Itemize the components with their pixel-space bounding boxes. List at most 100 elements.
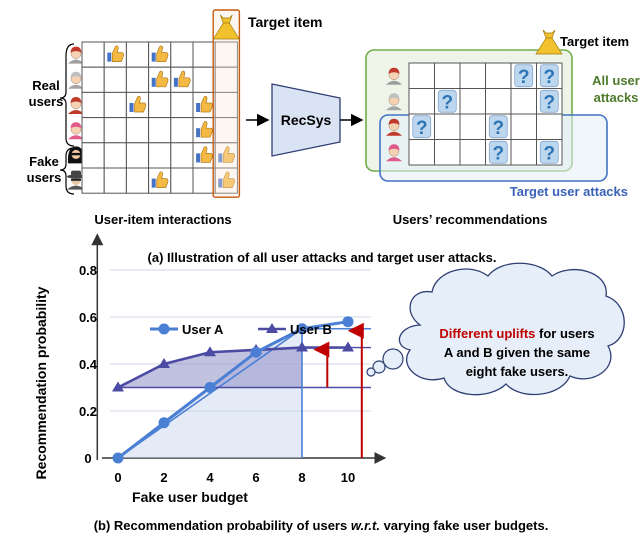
real-users-label-1: Real (32, 78, 59, 93)
bubble-line-1: Different uplifts for users (439, 326, 594, 341)
spy-hat-icon (67, 170, 85, 190)
thumbs-up-icon (151, 70, 169, 88)
user-a-point (250, 346, 262, 358)
bubble-highlight: Different uplifts (439, 326, 535, 341)
user-avatars-right (386, 67, 402, 162)
grid-cell (125, 117, 150, 144)
grid-cell (510, 139, 537, 166)
grid-cell (81, 167, 105, 194)
real-users-label-2: users (29, 94, 64, 109)
real-users-brace (59, 43, 75, 147)
grid-cell (103, 66, 127, 93)
grid-cell (125, 66, 150, 93)
user-a-point (112, 452, 124, 464)
user-b-point (296, 341, 308, 352)
bubble-line-1-rest: for users (535, 326, 594, 341)
grid-cell (510, 113, 537, 140)
grid-cell (170, 91, 194, 119)
grid-cell (81, 66, 105, 93)
grid-cell (125, 142, 150, 169)
grid-cell (459, 113, 486, 140)
grid-cell (408, 88, 435, 115)
caption-prefix: (b) Recommendation probability of users (94, 518, 351, 533)
y-tick-label: 0.8 (79, 263, 97, 278)
question-icon: ? (514, 64, 534, 88)
grid-cell (408, 139, 435, 166)
y-axis-label: Recommendation probability (33, 286, 49, 479)
grid-cell (81, 91, 105, 119)
bubble-line-3: eight fake users. (466, 364, 569, 379)
grid-cell (434, 139, 461, 166)
x-tick-label: 4 (206, 470, 214, 485)
grid-cell (103, 142, 127, 169)
x-tick-label: 10 (341, 470, 355, 485)
person-gray-hair-icon (68, 71, 84, 89)
person-woman-icon (68, 97, 84, 114)
grid-cell (459, 139, 486, 166)
user-a-point (342, 316, 354, 328)
thumbs-up-icon (151, 171, 169, 188)
panel-a-caption: (a) Illustration of all user attacks and… (148, 250, 497, 265)
dress-icon (535, 29, 563, 55)
target-item-label-right: Target item (560, 34, 629, 49)
panel-b: Recommendation probability Fake user bud… (33, 233, 625, 533)
svg-text:?: ? (492, 143, 504, 164)
recsys-label: RecSys (281, 112, 332, 128)
fake-users-label-2: users (27, 170, 62, 185)
grid-cell (148, 142, 172, 169)
x-tick-label: 6 (252, 470, 259, 485)
question-icon: ? (488, 115, 508, 139)
grid-cell (103, 167, 127, 194)
legend-user-b-marker (266, 323, 278, 333)
svg-text:?: ? (543, 92, 555, 113)
grid-cell (434, 113, 461, 140)
dress-icon (212, 14, 240, 40)
svg-text:?: ? (441, 92, 453, 113)
grid-cell (192, 66, 216, 93)
caption-italic: w.r.t. (351, 518, 380, 533)
grid-cell (103, 117, 127, 144)
thumbs-up-icon (218, 146, 235, 163)
user-a-line (117, 320, 349, 460)
user-b-point (158, 358, 170, 368)
fake-users-label-1: Fake (29, 154, 59, 169)
y-tick-label: 0 (84, 451, 91, 466)
user-a-point (296, 323, 308, 335)
grid-cell (148, 117, 172, 144)
recommendation-grid: ???????? (408, 62, 563, 166)
user-b-point (342, 341, 354, 352)
grid-cell (510, 88, 537, 115)
question-icon: ? (488, 140, 508, 164)
question-icon: ? (539, 89, 559, 113)
legend-user-a-marker (158, 323, 170, 335)
panel-b-caption: (b) Recommendation probability of users … (94, 518, 549, 533)
grid-cell (536, 113, 563, 140)
thought-bubble: Different uplifts for users A and B give… (366, 262, 625, 396)
person-pink-hair-icon (68, 122, 84, 140)
x-axis-label: Fake user budget (132, 489, 248, 505)
target-item-label: Target item (248, 14, 322, 30)
grid-cell (148, 91, 172, 119)
grid-cell (459, 88, 486, 115)
thumbs-up-icon (151, 45, 169, 62)
grid-cell (408, 62, 435, 89)
question-icon: ? (412, 115, 432, 139)
grid-cell (81, 142, 105, 169)
grid-cell (434, 62, 461, 89)
x-tick-label: 0 (114, 470, 121, 485)
panel-a: Real users Fake users Target item RecSys… (27, 9, 640, 265)
grid-cell (459, 62, 486, 89)
grid-cell (81, 41, 105, 68)
svg-text:?: ? (543, 67, 555, 88)
thumbs-up-icon (196, 121, 213, 138)
person-pink-hair-icon (386, 144, 402, 162)
user-a-point (158, 417, 170, 429)
grid-cell (192, 167, 216, 194)
thumbs-up-icon (218, 171, 235, 188)
legend-user-a-label: User A (182, 322, 224, 337)
interactions-caption: User-item interactions (94, 212, 231, 227)
recsys-box (271, 83, 341, 157)
